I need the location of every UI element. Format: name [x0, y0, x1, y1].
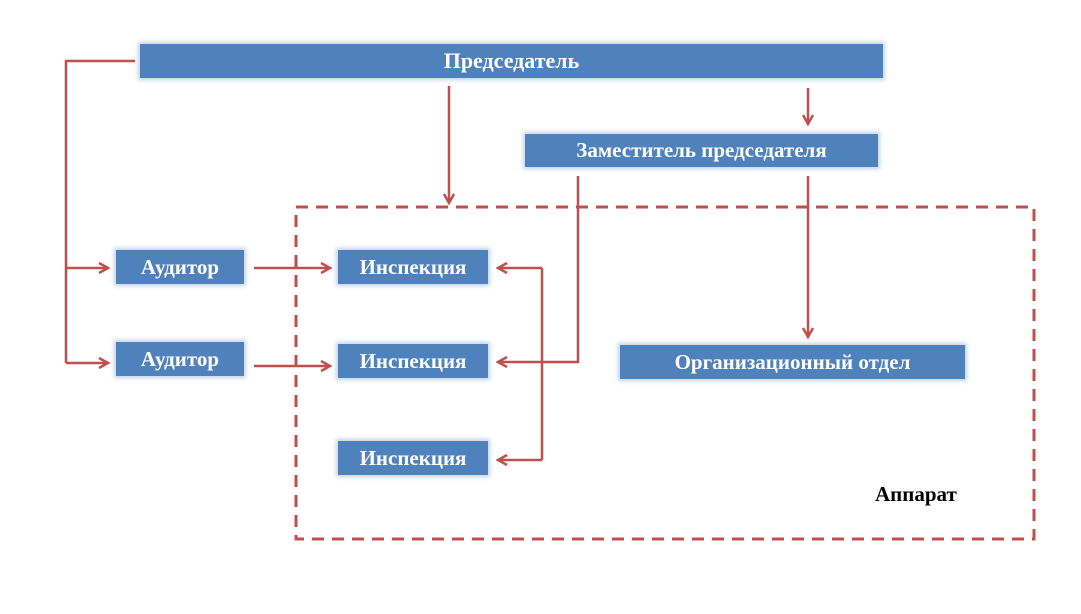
- chairman-label: Председатель: [443, 48, 580, 73]
- connector-chairman-auditors: [64, 59, 135, 363]
- auditor-label: Аудитор: [140, 346, 220, 371]
- apparat-group-border: [294, 205, 1036, 541]
- inspection-label: Инспекция: [359, 445, 467, 470]
- deputy-chairman-label: Заместитель председателя: [576, 138, 827, 162]
- auditor-label: Аудитор: [140, 254, 220, 279]
- apparat-group-label: Аппарат: [875, 482, 957, 506]
- auditor-box: Аудитор: [116, 250, 244, 284]
- inspection-box: Инспекция: [338, 250, 488, 284]
- deputy-chairman-box: Заместитель председателя: [525, 134, 878, 167]
- connector-deputy-inspections: [498, 176, 580, 362]
- chairman-box: Председатель: [140, 44, 883, 78]
- auditor-box: Аудитор: [116, 342, 244, 376]
- inspection-box: Инспекция: [338, 344, 488, 378]
- inspection-box: Инспекция: [338, 441, 488, 475]
- org-department-box: Организационный отдел: [620, 345, 965, 379]
- org-department-label: Организационный отдел: [674, 349, 911, 374]
- inspection-label: Инспекция: [359, 348, 467, 373]
- inspection-label: Инспекция: [359, 254, 467, 279]
